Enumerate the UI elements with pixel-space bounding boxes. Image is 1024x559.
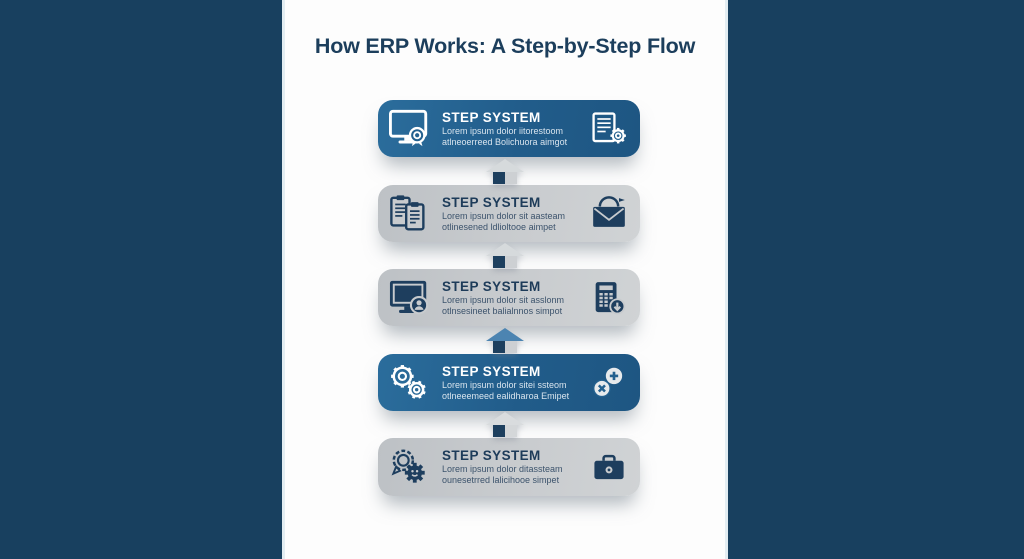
step-title: STEP SYSTEM: [442, 194, 541, 210]
arrow-base-light-half: [505, 425, 517, 437]
award-gear-icon: [387, 446, 433, 488]
arrow-base: [493, 341, 517, 353]
step-title: STEP SYSTEM: [442, 448, 541, 464]
arrow-up-icon: [486, 159, 524, 172]
arrow-base: [493, 425, 517, 437]
step-description-line1: Lorem ipsum dolor ditassteam: [442, 464, 563, 475]
step-description-line2: atlneoerreed Bolichuora aimgot: [442, 136, 568, 147]
flow-arrow-connector-3: [486, 328, 524, 353]
arrow-up-icon: [486, 412, 524, 425]
arrow-up-icon: [486, 328, 524, 341]
monitor-user-icon: [387, 277, 433, 319]
step-description-line1: Lorem ipsum dolor sit aasteam: [442, 210, 566, 221]
step-description-line1: Lorem ipsum dolor iitorestoom: [442, 125, 564, 136]
flow-arrow-connector-1: [486, 159, 524, 184]
arrow-base: [493, 172, 517, 184]
step-title: STEP SYSTEM: [442, 363, 541, 379]
step-title: STEP SYSTEM: [442, 278, 541, 294]
arrow-base: [493, 256, 517, 268]
briefcase-icon: [589, 448, 629, 486]
step-description-line2: otlneeemeed ealidharoa Emipet: [442, 390, 570, 401]
gears-icon: [387, 362, 433, 404]
arrow-base-dark-half: [493, 425, 505, 437]
plus-multiply-icon: [589, 364, 629, 402]
arrow-up-icon: [486, 243, 524, 256]
document-gear-icon: [589, 110, 629, 148]
arrow-base-light-half: [505, 341, 517, 353]
step-description-line1: Lorem ipsum dolor sitei ssteom: [442, 379, 567, 390]
arrow-base-dark-half: [493, 172, 505, 184]
step-description-line2: otlinesened ldlioltooe aimpet: [442, 221, 556, 232]
arrow-base-light-half: [505, 256, 517, 268]
step-description-line2: otlnsesineet balialnnos simpot: [442, 305, 563, 316]
flow-arrow-connector-4: [486, 412, 524, 437]
monitor-award-icon: [387, 108, 433, 150]
arrow-base-light-half: [505, 172, 517, 184]
calculator-download-icon: [589, 279, 629, 317]
step-description-line2: ounesetrred lalicihooe simpet: [442, 475, 560, 485]
step-description-line1: Lorem ipsum dolor sit asslonm: [442, 294, 565, 305]
page-title: How ERP Works: A Step-by-Step Flow: [314, 34, 696, 58]
flow-arrow-connector-2: [486, 243, 524, 268]
arrow-base-dark-half: [493, 341, 505, 353]
envelope-icon: [589, 195, 629, 233]
step-title: STEP SYSTEM: [442, 109, 541, 125]
clipboards-icon: [387, 193, 433, 235]
content-panel: How ERP Works: A Step-by-Step Flow STEP …: [282, 0, 728, 559]
arrow-base-dark-half: [493, 256, 505, 268]
